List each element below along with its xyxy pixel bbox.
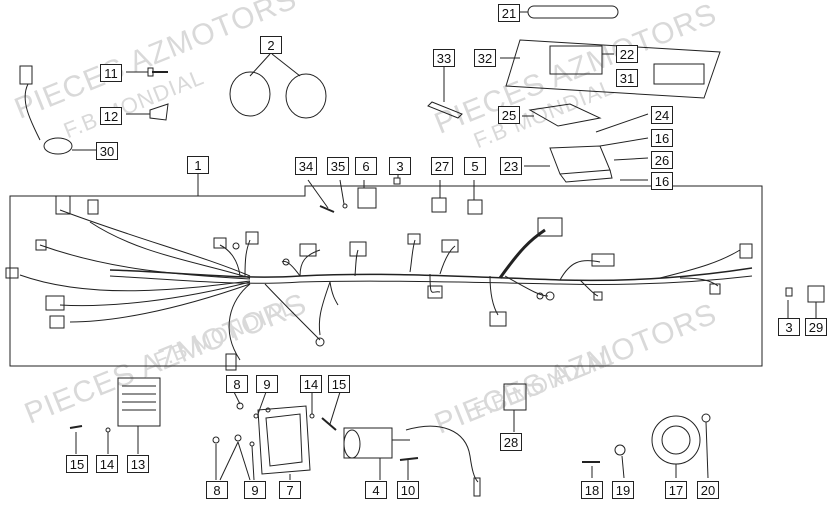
callout-1[interactable]: 1 [187, 156, 209, 174]
callout-3[interactable]: 3 [778, 318, 800, 336]
callout-14[interactable]: 14 [300, 375, 322, 393]
callout-20[interactable]: 20 [697, 481, 719, 499]
callout-8[interactable]: 8 [226, 375, 248, 393]
callout-18[interactable]: 18 [581, 481, 603, 499]
callout-27[interactable]: 27 [431, 157, 453, 175]
callout-30[interactable]: 30 [96, 142, 118, 160]
callout-7[interactable]: 7 [279, 481, 301, 499]
callout-2[interactable]: 2 [260, 36, 282, 54]
callout-19[interactable]: 19 [612, 481, 634, 499]
callout-12[interactable]: 12 [100, 107, 122, 125]
callout-31[interactable]: 31 [616, 69, 638, 87]
callout-6[interactable]: 6 [355, 157, 377, 175]
callout-34[interactable]: 34 [295, 157, 317, 175]
callout-9[interactable]: 9 [256, 375, 278, 393]
callout-11[interactable]: 11 [100, 64, 122, 82]
callout-10[interactable]: 10 [397, 481, 419, 499]
callout-26[interactable]: 26 [651, 151, 673, 169]
callout-17[interactable]: 17 [665, 481, 687, 499]
callout-25[interactable]: 25 [498, 106, 520, 124]
callout-8[interactable]: 8 [206, 481, 228, 499]
callout-29[interactable]: 29 [805, 318, 827, 336]
callout-16[interactable]: 16 [651, 172, 673, 190]
callout-24[interactable]: 24 [651, 106, 673, 124]
callout-15[interactable]: 15 [66, 455, 88, 473]
callout-14[interactable]: 14 [96, 455, 118, 473]
harness-trunk [109, 267, 753, 282]
callout-22[interactable]: 22 [616, 45, 638, 63]
callout-9[interactable]: 9 [244, 481, 266, 499]
callout-35[interactable]: 35 [327, 157, 349, 175]
callout-13[interactable]: 13 [127, 455, 149, 473]
harness-frame [9, 185, 763, 367]
callout-32[interactable]: 32 [474, 49, 496, 67]
callout-3[interactable]: 3 [389, 157, 411, 175]
callout-23[interactable]: 23 [500, 157, 522, 175]
callout-28[interactable]: 28 [500, 433, 522, 451]
callout-16[interactable]: 16 [651, 129, 673, 147]
callout-33[interactable]: 33 [433, 49, 455, 67]
callout-21[interactable]: 21 [498, 4, 520, 22]
callout-15[interactable]: 15 [328, 375, 350, 393]
callout-5[interactable]: 5 [464, 157, 486, 175]
callout-4[interactable]: 4 [365, 481, 387, 499]
